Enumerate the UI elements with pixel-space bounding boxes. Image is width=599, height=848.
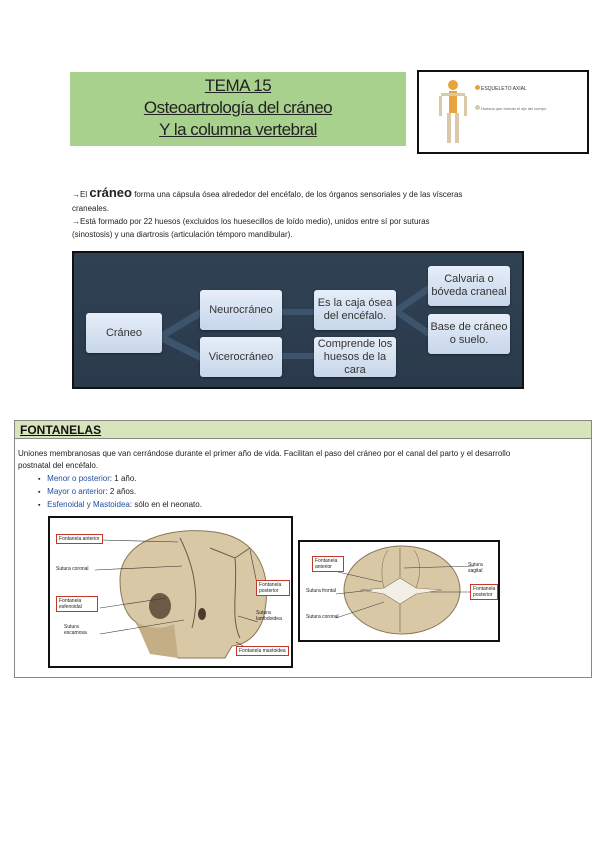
fontanela-item-value: : 1 año.: [109, 474, 137, 483]
title-box: TEMA 15 Osteoartrología del cráneo Y la …: [70, 72, 406, 146]
diagram-connectors: [160, 285, 428, 361]
label-fontanela-esfenoidal: Fontanela esfenoidal: [56, 596, 98, 612]
intro-paragraph-1-line2: craneales.: [72, 204, 109, 213]
bullet-icon: ▪: [38, 489, 41, 496]
title-line-2: Osteoartrología del cráneo: [143, 98, 333, 117]
label-fontanela-posterior: Fontanela posterior: [470, 584, 498, 600]
legend-dot-icon: [475, 85, 480, 90]
label-fontanela-anterior: Fontanela anterior: [56, 534, 103, 544]
fontanela-item-value: : sólo en el neonato.: [129, 500, 202, 509]
legend-dot-icon: [475, 105, 480, 110]
label-sutura-escamosa: Sutura escamosa: [64, 624, 87, 636]
skeleton-thumbnail: ESQUELETO AXIAL Huesos que forman el eje…: [417, 70, 589, 154]
thumbnail-label: ESQUELETO AXIAL: [481, 86, 527, 92]
bullet-icon: ▪: [38, 476, 41, 483]
intro-bold-word: cráneo: [89, 185, 132, 200]
node-base: Base de cráneo o suelo.: [428, 314, 510, 354]
fontanela-item-name: Esfenoidal y Mastoidea: [47, 500, 130, 509]
fontanela-item-name: Menor o posterior: [47, 474, 110, 483]
node-neurocraneo: Neurocráneo: [200, 290, 282, 330]
arrow-icon: →: [72, 190, 80, 199]
label-sutura-coronal: Sutura coronal: [306, 614, 339, 620]
bullet-icon: ▪: [38, 502, 41, 509]
arrow-icon: →: [72, 217, 80, 226]
label-fontanela-mastoidea: Fontanela mastoidea: [236, 646, 289, 656]
skull-diagram: Cráneo Neurocráneo Vicerocráneo Es la ca…: [72, 251, 524, 389]
node-vicero-desc: Comprende los huesos de la cara: [314, 337, 396, 377]
fontanelas-desc-line2: postnatal del encéfalo.: [18, 461, 99, 470]
label-sutura-sagital: Sutura sagital: [468, 562, 483, 574]
label-fontanela-anterior: Fontanela anterior: [312, 556, 344, 572]
node-neuro-desc: Es la caja ósea del encéfalo.: [314, 290, 396, 330]
fontanela-item-name: Mayor o anterior: [47, 487, 106, 496]
title-line-3: Y la columna vertebral: [159, 120, 317, 139]
intro-text: Está formado por 22 huesos (excluidos lo…: [80, 217, 430, 226]
node-vicerocraneo: Vicerocráneo: [200, 337, 282, 377]
fontanela-item: ▪ Mayor o anterior: 2 años.: [38, 486, 136, 499]
label-sutura-frontal: Sutura frontal: [306, 588, 337, 594]
intro-prefix: El: [80, 190, 90, 199]
skull-lateral-figure: Fontanela anterior Sutura coronal Fontan…: [48, 516, 293, 668]
thumbnail-sub: Huesos que forman el eje del cuerpo: [481, 106, 547, 111]
skeleton-image: [439, 80, 467, 143]
node-calvaria: Calvaria o bóveda craneal: [428, 266, 510, 306]
fontanela-item: ▪ Menor o posterior: 1 año.: [38, 473, 137, 486]
label-fontanela-posterior: Fontanela posterior: [256, 580, 290, 596]
fontanelas-heading: FONTANELAS: [20, 423, 102, 437]
intro-paragraph-1: →El cráneo forma una cápsula ósea alrede…: [72, 185, 463, 201]
skull-top-figure: Fontanela anterior Sutura frontal Sutura…: [298, 540, 500, 642]
label-sutura-coronal: Sutura coronal: [56, 566, 89, 572]
node-craneo: Cráneo: [86, 313, 162, 353]
fontanela-item: ▪ Esfenoidal y Mastoidea: sólo en el neo…: [38, 499, 202, 512]
intro-paragraph-2-line2: (sinostosis) y una diartrosis (articulac…: [72, 230, 293, 239]
skull-lateral-image: [94, 530, 267, 659]
title-line-1: TEMA 15: [204, 76, 272, 95]
skull-top-image: [335, 545, 475, 635]
fontanela-item-value: : 2 años.: [105, 487, 137, 496]
fontanelas-desc-line1: Uniones membranosas que van cerrándose d…: [18, 449, 511, 458]
intro-paragraph-2: →Está formado por 22 huesos (excluidos l…: [72, 216, 430, 228]
label-sutura-lambdoidea: Sutura lambdoidea: [256, 610, 282, 622]
intro-text: forma una cápsula ósea alrededor del enc…: [131, 190, 463, 199]
fontanelas-header-bar: [14, 420, 592, 439]
